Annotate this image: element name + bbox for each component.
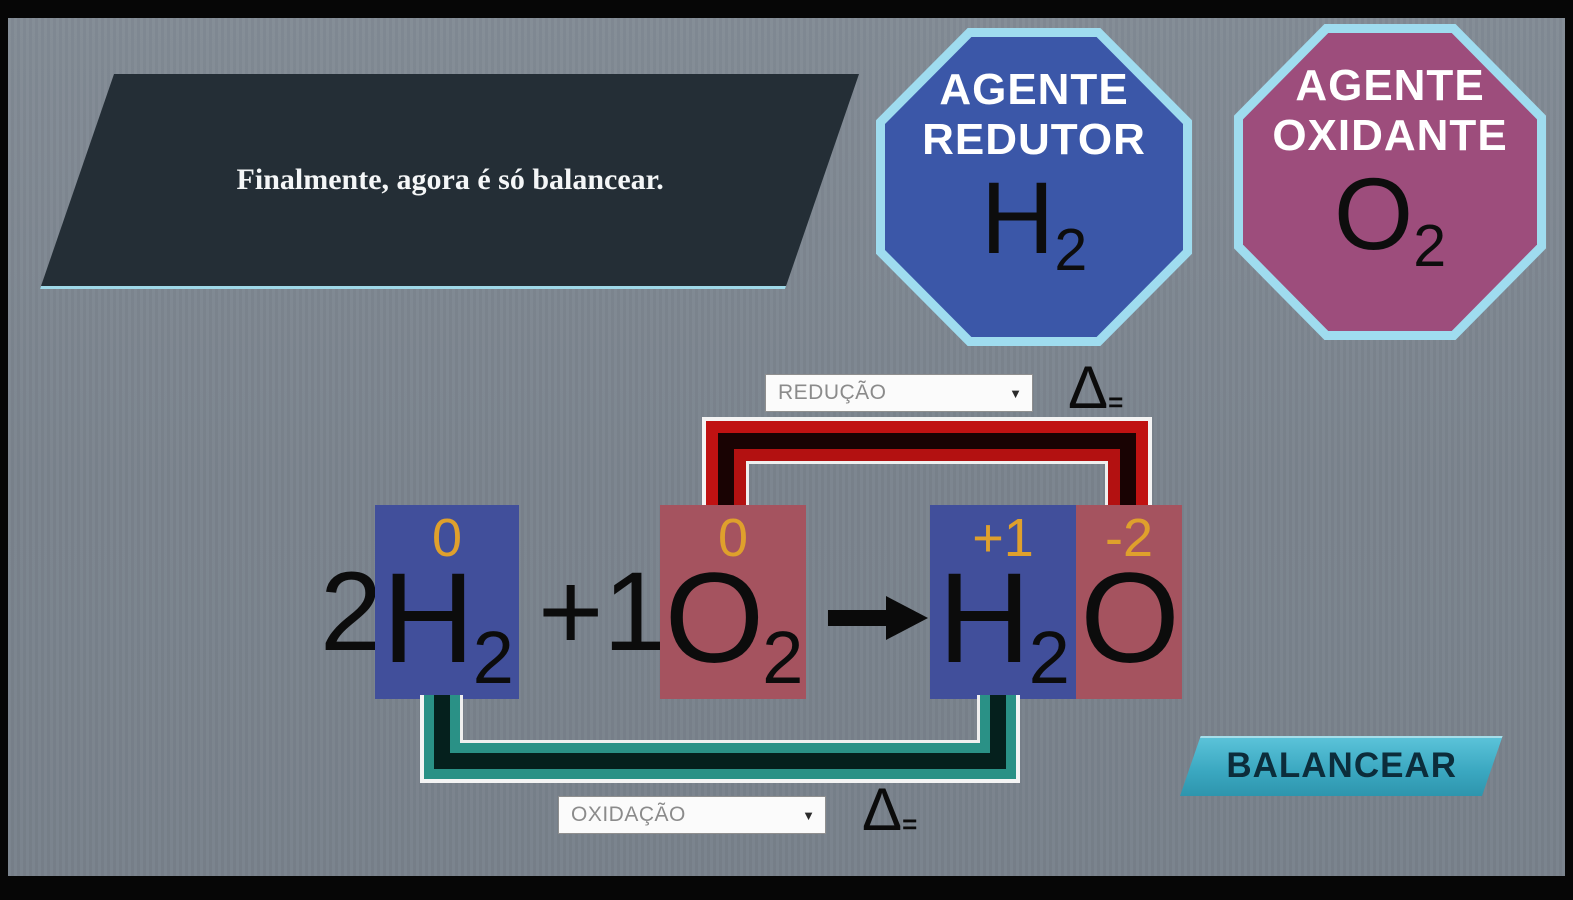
oxidation-dropdown[interactable]: OXIDAÇÃO ▼ xyxy=(558,796,826,834)
formula-o2-reactant: O2 xyxy=(665,555,804,695)
coefficient-reactant-1[interactable]: 2 xyxy=(320,549,383,674)
oxidizing-agent-formula: O2 xyxy=(1334,163,1446,275)
oxidizing-agent-element: O xyxy=(1333,157,1414,272)
species-box-h2-reactant[interactable]: 0 H2 xyxy=(375,505,519,699)
species-box-h2-product[interactable]: +1 H2 xyxy=(930,505,1076,699)
chevron-down-icon: ▼ xyxy=(1009,385,1022,401)
reduction-loop-band-outer xyxy=(706,421,1148,507)
oxidation-state-o-product: -2 xyxy=(1104,508,1153,568)
balance-button-label: BALANCEAR xyxy=(1226,746,1457,785)
reducing-agent-element: H xyxy=(980,161,1055,276)
reduction-dropdown-value: REDUÇÃO xyxy=(778,381,887,404)
instruction-text: Finalmente, agora é só balancear. xyxy=(236,163,664,196)
coefficient-reactant-2[interactable]: 1 xyxy=(603,549,666,674)
plus-operator: + xyxy=(538,549,604,674)
delta-icon: Δ xyxy=(1068,354,1109,421)
formula-h2-reactant: H2 xyxy=(382,555,514,695)
equals-sign: = xyxy=(1108,387,1124,417)
reduction-loop-band-dark xyxy=(718,433,1136,507)
species-box-o2-reactant[interactable]: 0 O2 xyxy=(660,505,806,699)
oxidizing-agent-subscript: 2 xyxy=(1413,211,1447,279)
oxidation-loop-inner-outline xyxy=(460,695,980,743)
oxidizing-agent-title-line2: OXIDANTE xyxy=(1272,111,1508,161)
species-box-o-product[interactable]: -2 O xyxy=(1076,505,1182,699)
element-h: H xyxy=(382,547,474,690)
oxidation-loop-outline xyxy=(420,695,1020,783)
element-o: O xyxy=(1080,547,1180,690)
reduction-loop-band-inner xyxy=(734,449,1120,507)
subscript-2: 2 xyxy=(762,615,803,699)
chevron-down-icon: ▼ xyxy=(802,807,815,823)
reduction-loop-outline xyxy=(702,417,1152,507)
subscript-2: 2 xyxy=(472,615,514,699)
oxidation-state-h2-product: +1 xyxy=(972,508,1034,568)
reducing-agent-title-line2: REDUTOR xyxy=(922,115,1146,165)
oxidation-dropdown-value: OXIDAÇÃO xyxy=(571,803,686,826)
oxidation-state-h2-reactant: 0 xyxy=(431,508,463,568)
subscript-2: 2 xyxy=(1028,615,1070,699)
reduction-delta: Δ= xyxy=(1068,354,1124,421)
element-o: O xyxy=(664,547,765,690)
oxidation-delta: Δ= xyxy=(862,776,918,843)
balance-button[interactable]: BALANCEAR xyxy=(1180,736,1503,796)
reducing-agent-badge: AGENTE REDUTOR H2 xyxy=(876,28,1192,346)
reducing-agent-title-line1: AGENTE xyxy=(939,65,1129,114)
oxidation-loop-band-inner xyxy=(450,695,990,753)
oxidizing-agent-fill: AGENTE OXIDANTE O2 xyxy=(1243,33,1537,331)
message-panel: Finalmente, agora é só balancear. xyxy=(40,74,860,289)
oxidizing-agent-title-line1: AGENTE xyxy=(1295,61,1485,110)
reduction-loop xyxy=(702,417,1152,507)
oxidation-loop-band-outer xyxy=(424,695,1016,779)
reducing-agent-fill: AGENTE REDUTOR H2 xyxy=(885,37,1183,337)
formula-o-product: O xyxy=(1080,555,1180,683)
arrow-shaft xyxy=(828,610,888,626)
reducing-agent-formula: H2 xyxy=(981,167,1088,279)
element-h: H xyxy=(938,547,1030,690)
reducing-agent-subscript: 2 xyxy=(1054,215,1088,283)
plus-and-coefficient: +1 xyxy=(538,556,666,668)
reduction-loop-inner-outline xyxy=(746,461,1108,507)
formula-h2-product: H2 xyxy=(938,555,1070,695)
reaction-arrow-icon xyxy=(828,596,928,640)
oxidation-loop xyxy=(420,695,1020,783)
oxidation-loop-band-dark xyxy=(434,695,1006,769)
oxidation-state-o2-reactant: 0 xyxy=(717,508,749,568)
arrow-head xyxy=(886,596,928,640)
equals-sign: = xyxy=(902,809,918,839)
reduction-dropdown[interactable]: REDUÇÃO ▼ xyxy=(765,374,1033,412)
oxidizing-agent-badge: AGENTE OXIDANTE O2 xyxy=(1234,24,1546,340)
delta-icon: Δ xyxy=(862,776,903,843)
